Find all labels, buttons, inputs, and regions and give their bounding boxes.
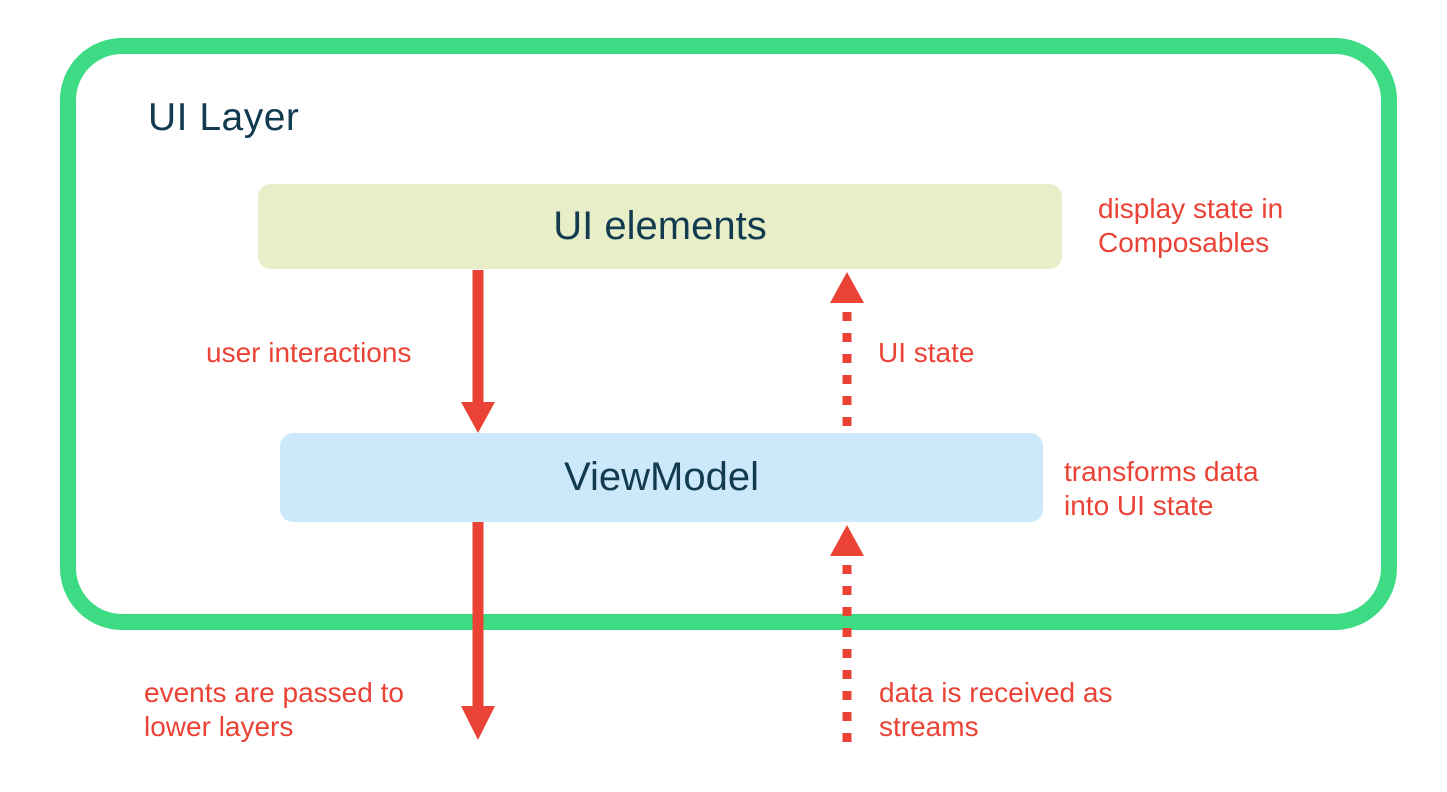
ui-elements-box: UI elements <box>258 184 1062 269</box>
viewmodel-box-label: ViewModel <box>564 455 759 499</box>
user-interactions-label: user interactions <box>206 337 412 368</box>
viewmodel-box: ViewModel <box>280 433 1043 522</box>
ui-elements-box-label: UI elements <box>553 204 767 248</box>
ui-state-label: UI state <box>878 337 975 368</box>
viewmodel-annotation: transforms data into UI state <box>1064 456 1259 521</box>
ui-layer-title: UI Layer <box>148 96 300 139</box>
ui-layer-frame <box>60 38 1397 630</box>
data-streams-label: data is received as streams <box>879 677 1113 742</box>
ui-elements-annotation: display state in Composables <box>1098 193 1284 258</box>
events-to-lower-layers-label: events are passed to lower layers <box>144 677 404 742</box>
